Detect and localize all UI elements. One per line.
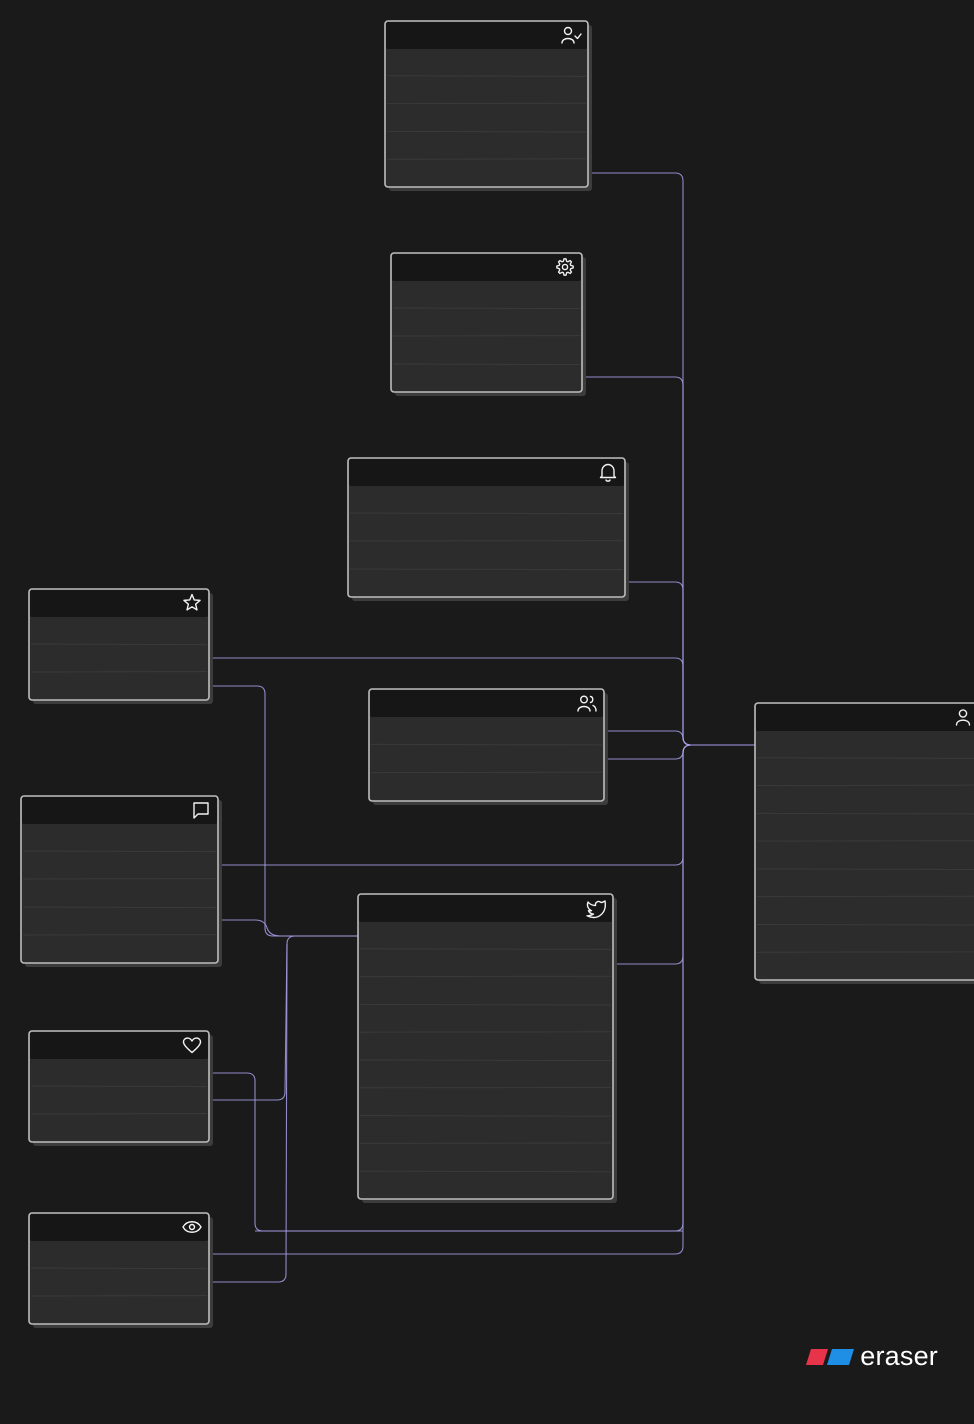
follow-table-header [386,22,587,49]
followers-table[interactable] [368,688,608,805]
followers-table-border [368,688,605,802]
users-row-divider [756,868,974,870]
follow-table-body [385,21,588,187]
relationship-edge [218,919,360,937]
views-table-border [28,1212,210,1325]
relationship-edges [208,172,760,1283]
views-table[interactable] [28,1212,213,1328]
users-table-header [756,704,974,731]
eraser-wordmark: eraser [860,1341,938,1371]
notifications-row-divider [349,512,624,515]
relationship-edge [603,744,760,760]
notifications-table-border [347,457,626,598]
relationship-edge [208,1072,683,1232]
notifications-table[interactable] [347,457,629,601]
followers-table-header [370,690,603,717]
message-icon [193,802,209,819]
users-icon [577,695,597,712]
notifications-table-body [348,458,625,597]
relationship-edge [209,744,760,1255]
eraser-logo: eraser [806,1341,938,1372]
settings-table[interactable] [390,252,586,396]
likes-table-header [30,1032,208,1059]
comments-table-header [22,797,217,824]
relationship-edge [613,744,760,965]
relationship-edge [603,730,760,746]
settings-row-divider [392,363,581,366]
tweets-table-border [357,893,614,1200]
follow-table[interactable] [384,20,592,191]
relationship-edge [208,935,360,1101]
entity-tables [20,20,974,1328]
relationship-edge [623,581,760,746]
relationship-edge [209,943,288,1283]
settings-row-divider [392,307,581,310]
comments-table-border [20,795,219,964]
follow-table-border [384,20,589,188]
user-check-icon [561,26,582,44]
comments-row-divider [22,850,217,853]
followers-row-divider [370,743,603,746]
settings-table-header [392,254,581,281]
favorites-table[interactable] [28,588,213,704]
eye-icon [182,1221,202,1233]
follow-row-divider [386,75,587,77]
notifications-row-divider [349,568,624,571]
users-row-divider [756,923,974,926]
likes-row-divider [30,1085,208,1088]
tweets-row-divider [359,1170,612,1173]
favorites-table-header [30,590,208,617]
comments-table-body [21,796,218,963]
settings-table-body [391,253,582,392]
comments-table[interactable] [20,795,222,967]
users-row-divider [756,757,974,759]
eraser-logo-mark [806,1348,855,1365]
tweets-table[interactable] [357,893,617,1203]
favorites-table-border [28,588,210,701]
tweets-table-header [359,895,612,922]
likes-table[interactable] [28,1030,213,1146]
users-table-body [755,703,974,980]
bell-icon [599,463,617,482]
tweets-row-divider [359,1003,612,1006]
tweets-row-divider [359,948,612,950]
gear-icon [556,258,574,276]
heart-icon [182,1037,202,1054]
likes-table-border [28,1030,210,1143]
comments-row-divider [22,906,217,909]
tweets-row-divider [359,1059,612,1062]
users-table[interactable] [754,702,974,984]
user-icon [955,709,971,726]
views-table-header [30,1214,208,1241]
notifications-table-header [349,459,624,486]
star-icon [183,593,201,611]
relationship-edge [210,685,360,937]
tweets-table-body [358,894,613,1199]
users-table-border [754,702,974,981]
follow-row-divider [386,130,587,133]
users-row-divider [756,812,974,815]
tweets-row-divider [359,1115,612,1117]
twitter-bird-icon [586,900,606,919]
views-row-divider [30,1267,208,1270]
favorites-row-divider [30,643,208,646]
settings-table-border [390,252,583,393]
